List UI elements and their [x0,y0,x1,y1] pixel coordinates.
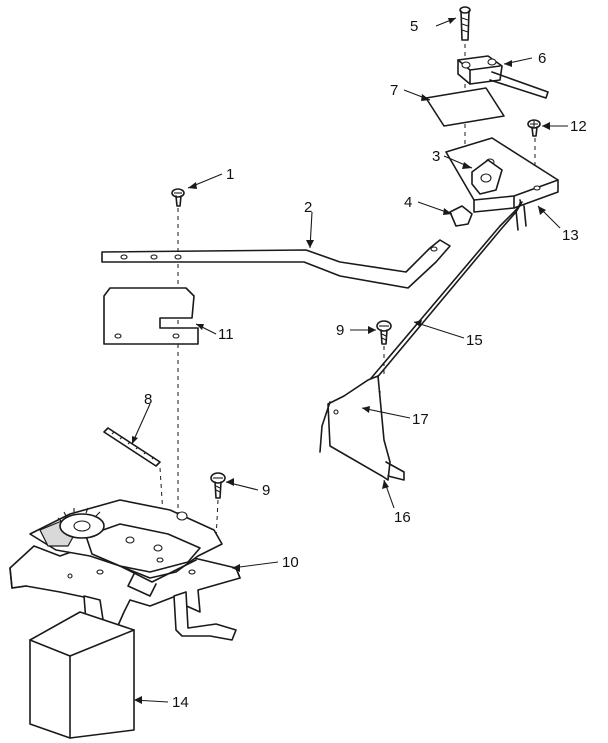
label-7: 7 [390,82,398,99]
label-12: 12 [570,118,587,135]
part-8-rod [103,427,161,467]
label-11: 11 [218,326,234,343]
part-9-screw-upper [376,320,392,345]
part-6-switch [457,55,549,99]
leader-arrowheads [132,18,550,704]
part-15-rod [355,199,523,399]
part-14-block [29,611,135,739]
callout-labels: 5 6 7 12 3 4 13 1 2 11 15 9 17 16 8 9 10… [144,18,587,711]
label-15: 15 [466,332,483,349]
part-9-screw-lower [210,472,226,499]
label-6: 6 [538,50,546,67]
label-9-upper: 9 [336,322,344,339]
part-1-screw [171,188,185,207]
part-16-bracket [319,375,405,481]
label-1: 1 [226,166,234,183]
label-3: 3 [432,148,440,165]
label-13: 13 [562,227,579,244]
part-4-clip [449,205,473,227]
part-2-lever [101,239,451,289]
label-4: 4 [404,194,412,211]
label-17: 17 [412,411,429,428]
label-14: 14 [172,694,189,711]
label-2: 2 [304,199,312,216]
part-11-plate [103,287,199,345]
part-3-bushing [471,159,503,195]
label-10: 10 [282,554,299,571]
label-16: 16 [394,509,411,526]
label-8: 8 [144,391,152,408]
label-9-lower: 9 [262,482,270,499]
part-5-screw [459,6,471,41]
part-7-insulator [425,87,505,127]
part-12-screw [527,119,541,137]
part-10-latch [9,499,241,641]
label-5: 5 [410,18,418,35]
